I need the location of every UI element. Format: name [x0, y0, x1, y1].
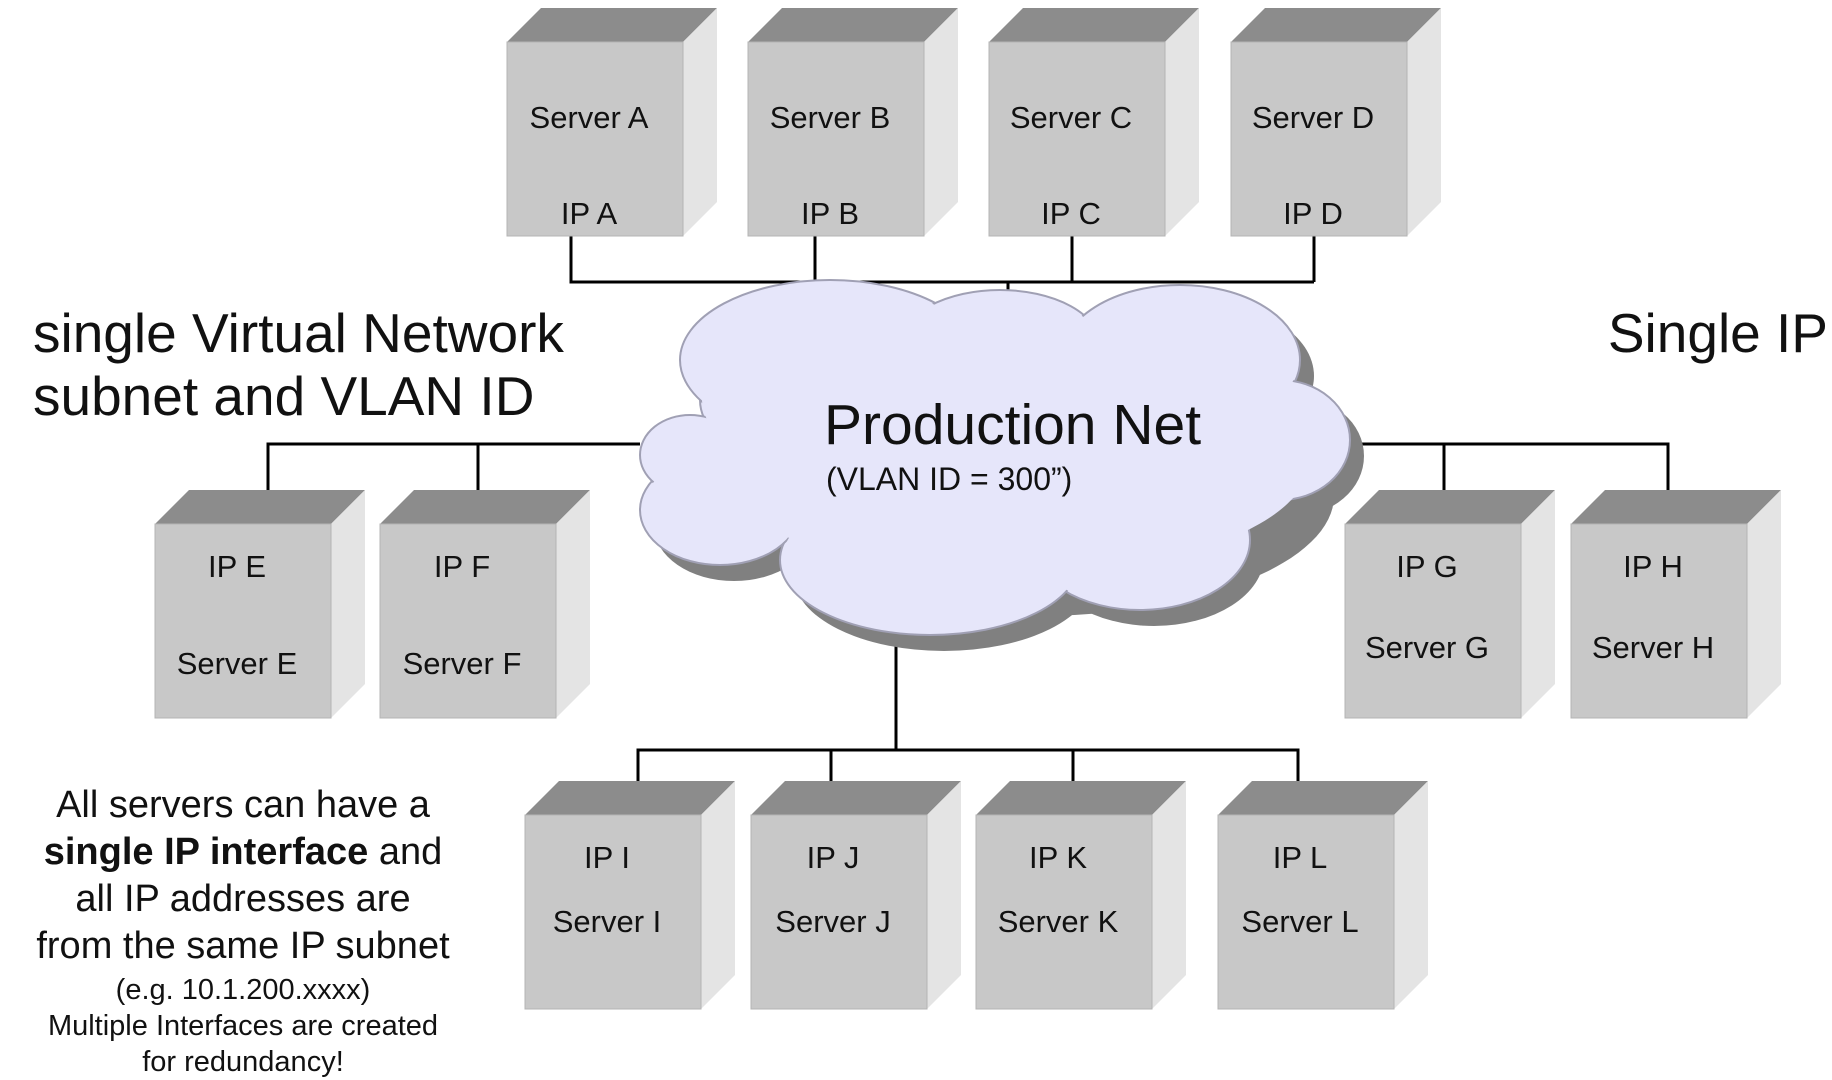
- heading-single-ip: Single IP: [1607, 302, 1828, 364]
- server-box-side: [1165, 8, 1199, 236]
- server-box-top: [1345, 490, 1555, 524]
- server-name-label: Server H: [1591, 630, 1715, 665]
- server-name-label: Server J: [775, 904, 891, 939]
- server-box-side: [927, 781, 961, 1009]
- server-box-top: [976, 781, 1186, 815]
- server-box-front: [154, 523, 332, 719]
- note-line3: all IP addresses are: [75, 878, 411, 920]
- server-box-side: [331, 490, 365, 718]
- server-name-label: Server K: [997, 904, 1119, 939]
- server-ip-label: IP L: [1272, 840, 1328, 875]
- note-bold-phrase: single IP interface: [43, 831, 369, 873]
- server-box-front: [747, 41, 925, 237]
- server-name-label: Server D: [1251, 100, 1375, 135]
- server-ip-label: IP C: [1041, 196, 1101, 231]
- note-line4: from the same IP subnet: [36, 925, 450, 967]
- note-example: (e.g. 10.1.200.xxxx): [115, 974, 371, 1006]
- heading-left-line1: single Virtual Network: [33, 302, 564, 364]
- server-name-label: Server A: [529, 100, 649, 135]
- server-box-side: [1152, 781, 1186, 1009]
- server-name-label: Server I: [552, 904, 662, 939]
- server-name-label: Server B: [769, 100, 891, 135]
- server-box-side: [924, 8, 958, 236]
- server-name-label: Server F: [402, 646, 522, 681]
- server-box-side: [556, 490, 590, 718]
- heading-left-line2: subnet and VLAN ID: [33, 365, 535, 427]
- server-box-top: [989, 8, 1199, 42]
- cloud-fill-core: [642, 282, 1348, 633]
- server-box-front: [379, 523, 557, 719]
- server-ip-label: IP G: [1396, 549, 1458, 584]
- server-box-top: [748, 8, 958, 42]
- server-ip-label: IP E: [207, 549, 267, 584]
- server-box-top: [380, 490, 590, 524]
- server-box-front: [1217, 814, 1395, 1010]
- server-box-top: [1571, 490, 1781, 524]
- note-line2-rest: and: [368, 831, 443, 873]
- server-box-front: [1230, 41, 1408, 237]
- left-bus-line: [266, 442, 640, 492]
- server-box-side: [701, 781, 735, 1009]
- server-name-label: Server C: [1009, 100, 1133, 135]
- server-box-side: [683, 8, 717, 236]
- note-line2: single IP interface and: [0, 829, 486, 876]
- heading-virtual-network: single Virtual Network subnet and VLAN I…: [33, 302, 564, 428]
- server-box-side: [1747, 490, 1781, 718]
- server-ip-label: IP D: [1283, 196, 1343, 231]
- server-ip-label: IP F: [433, 549, 491, 584]
- server-ip-label: IP J: [806, 840, 860, 875]
- server-box-front: [1570, 523, 1748, 719]
- server-name-label: Server L: [1241, 904, 1359, 939]
- server-box-front: [988, 41, 1166, 237]
- explanation-note: All servers can have a single IP interfa…: [0, 782, 486, 1080]
- server-name-label: Server G: [1364, 630, 1490, 665]
- server-box-top: [1218, 781, 1428, 815]
- server-box-front: [1344, 523, 1522, 719]
- note-line1: All servers can have a: [56, 784, 430, 826]
- server-box-front: [975, 814, 1153, 1010]
- server-box-top: [507, 8, 717, 42]
- server-name-label: Server E: [176, 646, 298, 681]
- server-box-front: [524, 814, 702, 1010]
- right-bus-line: [1345, 442, 1670, 492]
- network-name: Production Net: [824, 393, 1202, 457]
- server-ip-label: IP I: [584, 840, 630, 875]
- server-box-side: [1394, 781, 1428, 1009]
- server-ip-label: IP B: [800, 196, 860, 231]
- bottom-bus-line: [636, 622, 1300, 799]
- server-box-side: [1407, 8, 1441, 236]
- server-ip-label: IP A: [560, 196, 618, 231]
- server-box-top: [751, 781, 961, 815]
- server-ip-label: IP K: [1028, 840, 1088, 875]
- server-box-top: [525, 781, 735, 815]
- vlan-id-label: (VLAN ID = 300”): [826, 461, 1073, 497]
- note-line6: for redundancy!: [142, 1046, 344, 1078]
- server-box-top: [1231, 8, 1441, 42]
- note-line5: Multiple Interfaces are created: [47, 1010, 439, 1042]
- server-box-front: [506, 41, 684, 237]
- server-box-top: [155, 490, 365, 524]
- server-ip-label: IP H: [1623, 549, 1683, 584]
- server-box-side: [1521, 490, 1555, 718]
- server-box-front: [750, 814, 928, 1010]
- top-bus-line: [569, 236, 1316, 332]
- connection-lines: [266, 236, 1670, 799]
